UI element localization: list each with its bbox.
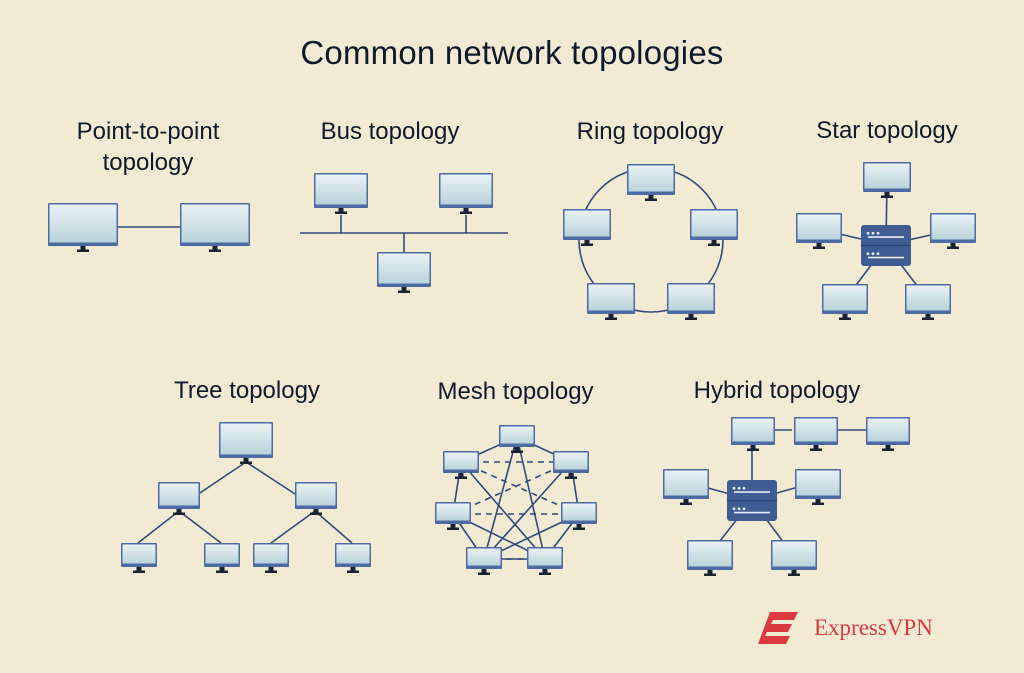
- monitor-icon: [204, 543, 240, 573]
- link-line: [178, 510, 222, 544]
- mesh-link: [460, 461, 546, 560]
- label-ring: Ring topology: [576, 118, 724, 145]
- brand: ExpressVPN: [756, 608, 933, 648]
- monitor-icon: [121, 543, 157, 573]
- monitor-icon: [690, 209, 738, 246]
- monitor-icon: [794, 417, 838, 451]
- monitor-icon: [499, 425, 535, 453]
- mesh-link: [516, 436, 546, 560]
- monitor-icon: [796, 213, 842, 249]
- monitor-icon: [158, 482, 200, 515]
- monitor-icon: [561, 502, 597, 530]
- monitor-icon: [866, 417, 910, 451]
- monitor-icon: [295, 482, 337, 515]
- monitor-icon: [553, 451, 589, 479]
- link-line: [137, 510, 180, 544]
- label-bus: Bus topology: [320, 118, 460, 145]
- monitor-icon: [314, 173, 368, 214]
- label-point-to-point: Point-to-point topology: [76, 118, 220, 176]
- label-tree: Tree topology: [174, 377, 320, 404]
- expressvpn-logo-icon: [758, 612, 798, 644]
- monitor-icon: [587, 283, 635, 320]
- monitor-icon: [863, 162, 911, 198]
- monitor-icon: [527, 547, 563, 575]
- link-line: [314, 510, 353, 544]
- monitor-icon: [439, 173, 493, 214]
- monitor-icon: [667, 283, 715, 320]
- page-title: Common network topologies: [300, 34, 724, 71]
- label-star: Star topology: [816, 117, 958, 144]
- monitor-icon: [663, 469, 709, 505]
- brand-name: ExpressVPN: [814, 615, 933, 640]
- monitor-icon: [253, 543, 289, 573]
- monitor-icon: [822, 284, 868, 320]
- monitor-icon: [930, 213, 976, 249]
- server-icon: [861, 225, 911, 266]
- monitor-icon: [627, 164, 675, 201]
- monitor-icon: [905, 284, 951, 320]
- monitor-icon: [731, 417, 775, 451]
- label-mesh: Mesh topology: [437, 378, 594, 405]
- monitor-icon: [443, 451, 479, 479]
- monitor-icon: [377, 252, 431, 293]
- monitor-icon: [687, 540, 733, 576]
- monitor-icon: [771, 540, 817, 576]
- label-hybrid: Hybrid topology: [693, 377, 861, 404]
- mesh-link: [483, 461, 572, 560]
- server-icon: [727, 480, 777, 521]
- monitor-icon: [563, 209, 611, 246]
- monitor-icon: [435, 502, 471, 530]
- monitor-icon: [795, 469, 841, 505]
- mesh-link: [483, 436, 518, 560]
- monitor-icon: [219, 422, 273, 464]
- monitor-icon: [180, 203, 250, 252]
- monitor-icon: [48, 203, 118, 252]
- monitor-icon: [335, 543, 371, 573]
- link-line: [270, 510, 316, 544]
- monitor-icon: [466, 547, 502, 575]
